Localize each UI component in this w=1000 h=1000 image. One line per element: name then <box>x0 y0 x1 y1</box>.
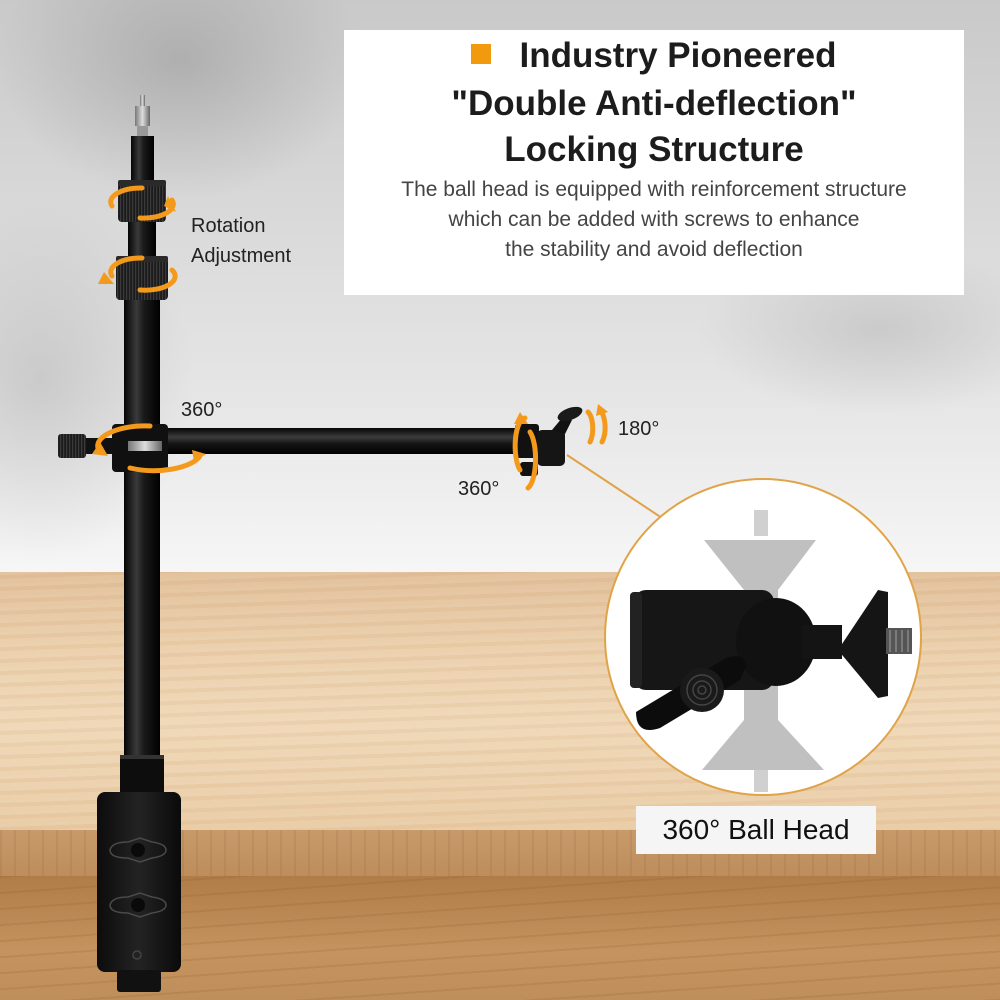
headline-line-3: Locking Structure <box>504 130 804 169</box>
description-line-3: the stability and avoid deflection <box>505 238 803 261</box>
description-line-2: which can be added with screws to enhanc… <box>448 208 860 231</box>
head-360-label: 360° <box>458 478 500 500</box>
head-180-label: 180° <box>618 418 660 440</box>
arm-pole-clamp <box>58 424 168 472</box>
ball-head-detail-circle <box>604 478 922 796</box>
feature-description: The ball head is equipped with reinforce… <box>344 175 964 265</box>
ball-head-caption-box: 360° Ball Head <box>636 806 876 854</box>
orange-square-bullet-icon <box>471 44 492 64</box>
ball-head-caption: 360° Ball Head <box>662 814 850 845</box>
top-spigot-screw <box>135 95 150 136</box>
desk-clamp-base <box>97 792 181 992</box>
callout-connector-line <box>566 454 663 519</box>
description-line-1: The ball head is equipped with reinforce… <box>401 178 907 201</box>
ball-head-body <box>630 590 912 698</box>
headline-line-1-text: Industry Pioneered <box>519 36 837 75</box>
headline-line-2: "Double Anti-deflection" <box>451 84 857 123</box>
adjustment-label: Adjustment <box>191 245 292 267</box>
wing-lock-knob <box>636 656 746 730</box>
arrowheads <box>92 196 608 462</box>
headline-line-1: Industry Pioneered <box>344 34 964 78</box>
ball-head-detail-illustration <box>630 510 912 792</box>
feature-info-card: Industry Pioneered "Double Anti-deflecti… <box>344 30 964 295</box>
rotation-label: Rotation <box>191 215 266 237</box>
clamp-360-label: 360° <box>181 399 223 421</box>
